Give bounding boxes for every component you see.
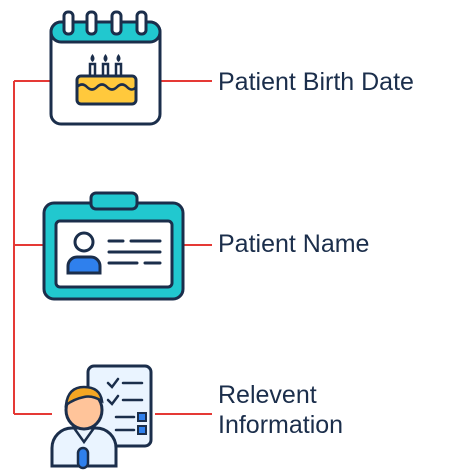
label-patient-birth-date: Patient Birth Date xyxy=(218,68,414,96)
id-card-icon xyxy=(42,191,185,301)
doctor-with-clipboard-icon xyxy=(50,364,153,470)
birthday-calendar-icon xyxy=(49,10,162,126)
connector-lines xyxy=(13,80,212,415)
label-line-2: Information xyxy=(218,411,344,439)
label-patient-name: Patient Name xyxy=(218,230,370,258)
label-relevent-information: Relevent Information xyxy=(218,380,343,440)
label-line-1: Relevent xyxy=(218,381,317,409)
